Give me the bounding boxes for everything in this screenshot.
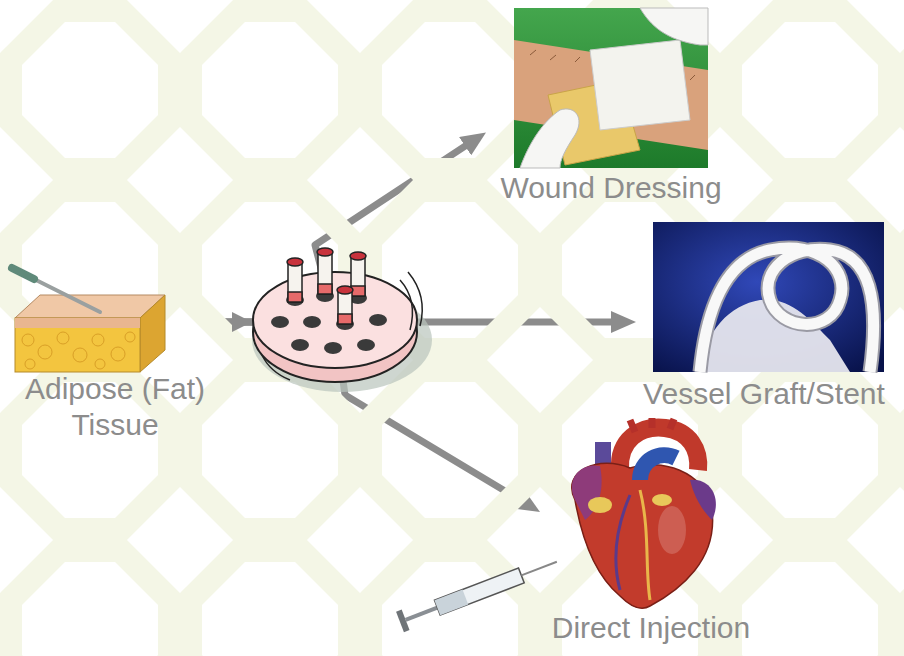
wound-dressing-illustration — [514, 8, 708, 168]
adipose-illustration — [12, 268, 165, 372]
image-caption-node: Adipose (Fat) Tissue — [6, 263, 224, 447]
culture-dish-illustration — [232, 248, 432, 392]
heart-illustration — [572, 418, 716, 608]
image-caption: Vessel Graft/Stent — [643, 376, 885, 412]
image-caption-node: Direct Injection — [540, 420, 762, 650]
image-caption-node: Vessel Graft/Stent — [636, 222, 892, 416]
image-caption: Wound Dressing — [500, 170, 721, 206]
image-caption-node: Wound Dressing — [486, 8, 736, 210]
syringe-illustration — [396, 552, 561, 633]
image-caption: Adipose (Fat) Tissue — [6, 371, 224, 443]
vessel-graft-illustration — [653, 222, 884, 372]
image-caption: Direct Injection — [552, 610, 750, 646]
